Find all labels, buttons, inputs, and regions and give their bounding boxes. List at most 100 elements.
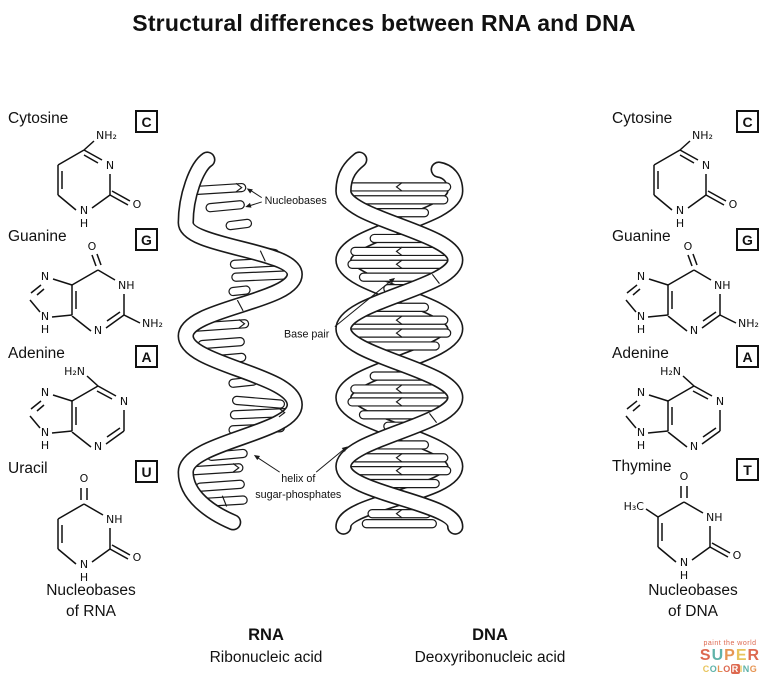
dna-helix — [343, 160, 455, 527]
helix-diagram-svg: Nucleobases Base pair helix of sugar-pho… — [170, 76, 600, 626]
atom-label: N — [690, 324, 698, 337]
annotation-helix-of-sugar-phosphates: helix of sugar-phosphates — [253, 446, 348, 501]
atom-label: NH — [706, 511, 723, 524]
left-caption-line1: Nucleobases — [46, 582, 136, 599]
adenine-symbol-box-left: A — [135, 345, 158, 368]
right-caption-line2: of DNA — [668, 603, 718, 620]
thymine-label-right: Thymine — [612, 458, 672, 475]
atom-label: N — [80, 558, 88, 571]
atom-label: N — [41, 386, 49, 399]
cytosine-structure-right: NH₂ N O N H — [653, 129, 738, 230]
left-caption-line2: of RNA — [66, 603, 116, 620]
logo-letter: O — [709, 664, 718, 674]
atom-label: H — [637, 439, 645, 452]
cytosine-symbol-box-left: C — [135, 110, 158, 133]
atom-label: N — [41, 270, 49, 283]
guanine-symbol-box-right: G — [736, 228, 759, 251]
logo-letter: U — [711, 647, 725, 664]
atom-label: O — [684, 240, 693, 253]
page-title: Structural differences between RNA and D… — [132, 10, 636, 36]
logo-letter: G — [749, 664, 758, 674]
annotation-nucleobases: Nucleobases — [245, 188, 327, 208]
atom-label: O — [88, 240, 97, 253]
thymine-structure-right: O H₃C NH O N H — [624, 470, 742, 582]
atom-label: N — [637, 270, 645, 283]
rna-helix — [186, 160, 295, 523]
helix-label-line2: sugar-phosphates — [255, 489, 341, 501]
logo-letter: R — [747, 647, 761, 664]
guanine-structure-right: O NH NH₂ N N N H — [625, 240, 759, 337]
atom-label: NH₂ — [738, 317, 759, 330]
logo-letter: L — [717, 664, 724, 674]
atom-label: N — [94, 440, 102, 453]
arrowhead — [246, 188, 253, 194]
logo-letter: P — [724, 647, 736, 664]
guanine-structure-left: O NH NH₂ N N N H — [29, 240, 163, 337]
atom-label: O — [133, 198, 142, 211]
atom-label: N — [637, 386, 645, 399]
atom-label: H — [680, 569, 688, 582]
adenine-structure-right: H₂N N N N N H — [625, 365, 724, 453]
logo-word-super: SUPER — [694, 648, 766, 664]
logo-letter: I — [739, 664, 743, 674]
dna-full-name: Deoxyribonucleic acid — [414, 649, 566, 666]
rna-caption: RNA Ribonucleic acid — [186, 626, 346, 667]
logo-word-coloring: COLORING — [694, 664, 766, 674]
adenine-label-left: Adenine — [8, 345, 65, 362]
cytosine-symbol-box-right: C — [736, 110, 759, 133]
atom-label: H — [41, 439, 49, 452]
guanine-label-right: Guanine — [612, 228, 671, 245]
atom-label: O — [733, 549, 742, 562]
uracil-label-left: Uracil — [8, 460, 48, 477]
thymine-symbol-box-right: T — [736, 458, 759, 481]
right-group-caption: Nucleobases of DNA — [618, 580, 768, 622]
atom-label: NH₂ — [96, 129, 117, 142]
atom-label: H₂N — [660, 365, 681, 378]
annotation-base-pair: Base pair — [284, 277, 396, 340]
supercoloring-logo: paint the world SUPER COLORING — [694, 640, 766, 674]
rna-rung-notches — [232, 182, 286, 473]
dna-ribbon-dividers — [428, 273, 440, 424]
atom-label: N — [94, 324, 102, 337]
atom-label: H₂N — [64, 365, 85, 378]
arrowhead — [245, 202, 252, 208]
rna-abbr: RNA — [248, 626, 284, 644]
arrowhead — [389, 277, 396, 284]
guanine-symbol-box-left: G — [135, 228, 158, 251]
adenine-structure-left: H₂N N N N N H — [29, 365, 128, 453]
logo-letter: O — [723, 664, 731, 674]
atom-label: N — [106, 159, 114, 172]
uracil-structure-left: O NH O N H — [57, 472, 142, 584]
atom-label: NH — [714, 279, 731, 292]
logo-letter: C — [702, 664, 710, 674]
atom-label: O — [729, 198, 738, 211]
atom-label: H — [637, 323, 645, 336]
atom-label: N — [41, 310, 49, 323]
uracil-symbol-box-left: U — [135, 460, 158, 483]
atom-label: N — [637, 310, 645, 323]
rna-full-name: Ribonucleic acid — [209, 649, 323, 666]
nucleobases-label: Nucleobases — [265, 195, 327, 207]
adenine-symbol-box-right: A — [736, 345, 759, 368]
atom-label: O — [80, 472, 89, 485]
atom-label: O — [680, 470, 689, 483]
atom-label: N — [690, 440, 698, 453]
left-group-caption: Nucleobases of RNA — [16, 580, 166, 622]
cytosine-label-right: Cytosine — [612, 110, 673, 127]
logo-tagline: paint the world — [703, 640, 757, 647]
dna-rung-notches — [395, 182, 403, 519]
atom-label: H — [80, 571, 88, 584]
arrowhead — [341, 446, 348, 452]
atom-label: H₃C — [624, 500, 645, 513]
atom-label: NH — [106, 513, 123, 526]
arrowhead — [253, 454, 261, 461]
rna-ribbon-dividers — [221, 250, 266, 507]
atom-label: N — [716, 395, 724, 408]
atom-label: H — [41, 323, 49, 336]
adenine-label-right: Adenine — [612, 345, 669, 362]
atom-label: NH — [118, 279, 135, 292]
cytosine-structure-left: NH₂ N O N H — [57, 129, 142, 230]
right-caption-line1: Nucleobases — [648, 582, 738, 599]
guanine-label-left: Guanine — [8, 228, 67, 245]
atom-label: H — [80, 217, 88, 230]
